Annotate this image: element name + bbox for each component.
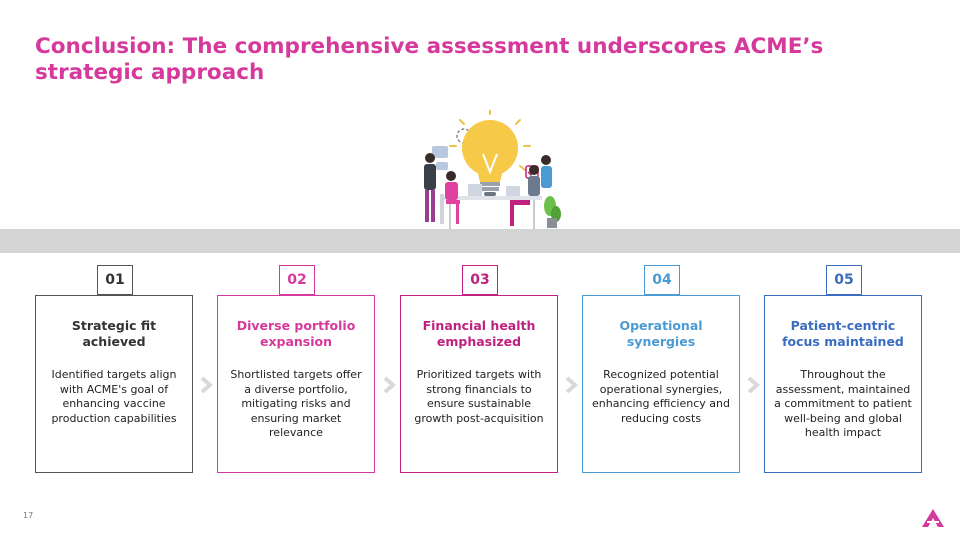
step-number: 03 — [462, 265, 498, 295]
step-description: Prioritized targets with strong financia… — [414, 368, 544, 425]
step-description: Shortlisted targets offer a diverse port… — [230, 368, 362, 439]
step-number: 02 — [279, 265, 315, 295]
step-number: 05 — [826, 265, 862, 295]
step-title: Financial health emphasized — [422, 318, 536, 349]
step-title: Patient-centric focus maintained — [782, 318, 904, 349]
step-box: Operational synergies Recognized potenti… — [582, 295, 740, 473]
chevron-right-icon — [747, 376, 760, 394]
step-box: Patient-centric focus maintained Through… — [764, 295, 922, 473]
step-box: Strategic fit achieved Identified target… — [35, 295, 193, 473]
divider-band — [0, 229, 960, 253]
chevron-right-icon — [565, 376, 578, 394]
step-card-1: 01 Strategic fit achieved Identified tar… — [35, 265, 195, 475]
step-card-4: 04 Operational synergies Recognized pote… — [582, 265, 742, 475]
step-card-2: 02 Diverse portfolio expansion Shortlist… — [217, 265, 377, 475]
step-box: Diverse portfolio expansion Shortlisted … — [217, 295, 375, 473]
step-description: Recognized potential operational synergi… — [592, 368, 730, 425]
step-title: Strategic fit achieved — [71, 318, 157, 349]
step-card-3: 03 Financial health emphasized Prioritiz… — [400, 265, 560, 475]
step-number: 04 — [644, 265, 680, 295]
chevron-right-icon — [200, 376, 213, 394]
step-description: Throughout the assessment, maintained a … — [774, 368, 912, 439]
page-number: 17 — [23, 511, 34, 520]
step-number: 01 — [97, 265, 133, 295]
step-box: Financial health emphasized Prioritized … — [400, 295, 558, 473]
chevron-right-icon — [383, 376, 396, 394]
step-card-5: 05 Patient-centric focus maintained Thro… — [764, 265, 924, 475]
step-title: Operational synergies — [619, 318, 703, 349]
team-lightbulb-illustration — [424, 110, 561, 230]
step-title: Diverse portfolio expansion — [236, 318, 356, 349]
page-title: Conclusion: The comprehensive assessment… — [35, 34, 824, 85]
step-description: Identified targets align with ACME's goa… — [51, 368, 177, 425]
acme-logo-icon — [922, 509, 944, 527]
